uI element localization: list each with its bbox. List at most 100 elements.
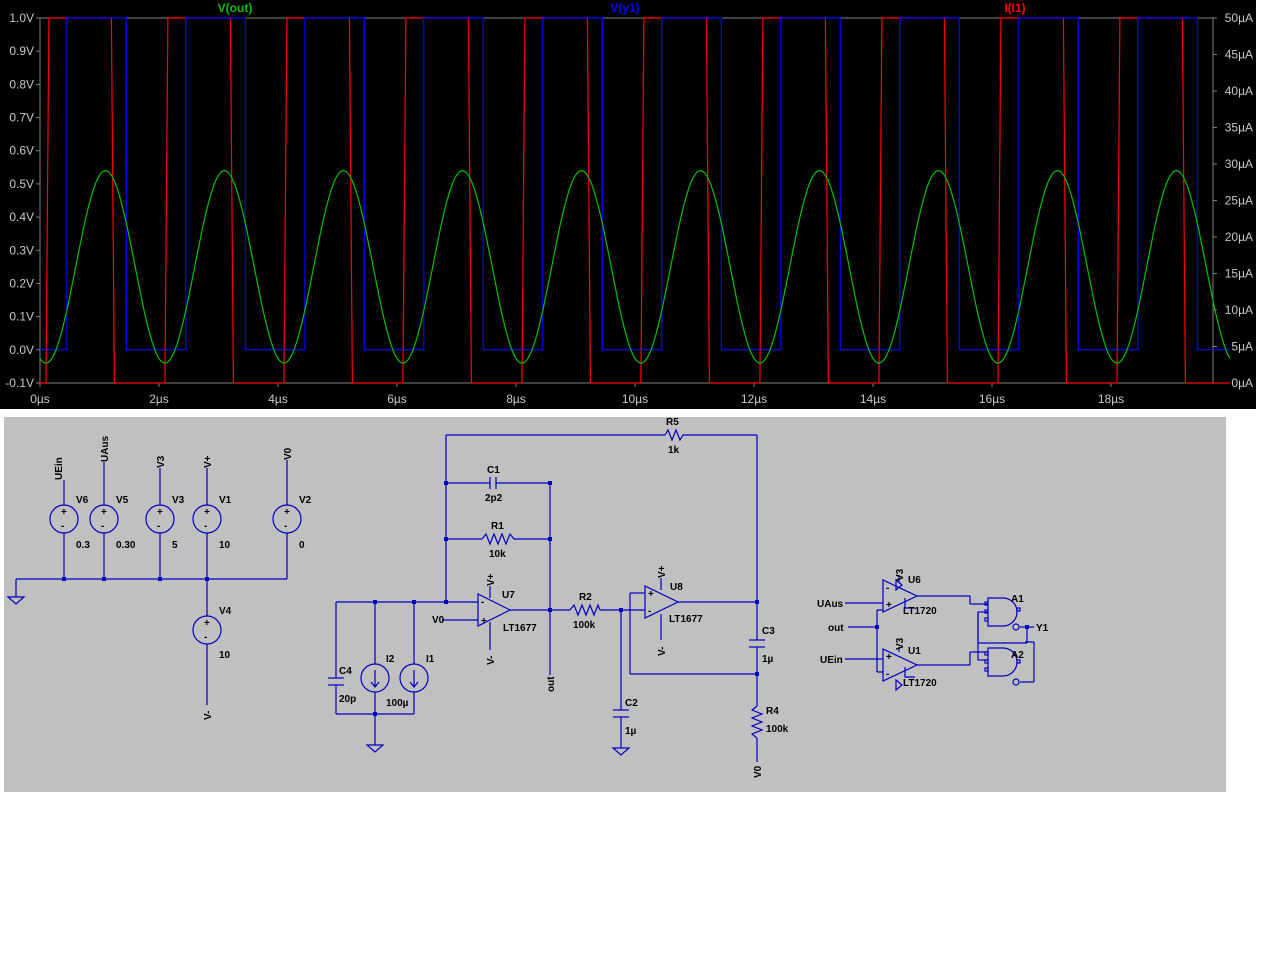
right-tick-label: 10µA xyxy=(1225,303,1253,317)
net-label-uein[interactable]: UEin xyxy=(54,457,65,480)
trace-vout-line xyxy=(39,169,1231,364)
label-V3[interactable]: V3 xyxy=(172,495,185,506)
svg-text:-: - xyxy=(886,669,889,680)
x-tick-label: 8µs xyxy=(506,392,526,406)
plot-canvas[interactable]: V(out) V(y1) I(I1) 1.0V0.9V0.8V0.7V0.6V0… xyxy=(0,0,1256,409)
value-V4[interactable]: 10 xyxy=(219,650,231,661)
label-V2[interactable]: V2 xyxy=(299,495,312,506)
label-R5[interactable]: R5 xyxy=(666,417,679,428)
schematic-canvas[interactable]: +- +- +- +- +- +- xyxy=(4,417,1226,792)
opamp-symbols xyxy=(477,578,919,692)
net-label-v3[interactable]: V3 xyxy=(156,455,167,468)
svg-text:-: - xyxy=(648,606,651,617)
left-tick-label: 0.8V xyxy=(9,77,34,91)
label-C3[interactable]: C3 xyxy=(762,626,775,637)
net-label-uaus[interactable]: UAus xyxy=(100,435,111,462)
value-C3[interactable]: 1µ xyxy=(762,654,774,665)
net-label-v0-u7[interactable]: V0 xyxy=(432,615,445,626)
label-A1[interactable]: A1 xyxy=(1011,594,1024,605)
net-label-u8-vminus[interactable]: V- xyxy=(657,647,668,656)
label-V4[interactable]: V4 xyxy=(219,606,232,617)
net-label-u6-v3[interactable]: V3 xyxy=(895,568,906,581)
model-U7[interactable]: LT1677 xyxy=(503,623,537,634)
value-I1[interactable]: 100µ xyxy=(386,698,409,709)
value-C4[interactable]: 20p xyxy=(339,694,356,705)
net-label-u1-v3[interactable]: V3 xyxy=(895,637,906,650)
x-tick-label: 0µs xyxy=(30,392,50,406)
label-V6[interactable]: V6 xyxy=(76,495,89,506)
ground-symbols xyxy=(6,596,631,756)
x-tick-label: 2µs xyxy=(149,392,169,406)
svg-text:-: - xyxy=(886,583,889,594)
net-label-u7-vminus[interactable]: V- xyxy=(486,656,497,665)
left-tick-label: 0.9V xyxy=(9,44,34,58)
label-R2[interactable]: R2 xyxy=(579,592,592,603)
value-C2[interactable]: 1µ xyxy=(625,726,637,737)
left-tick-label: 0.7V xyxy=(9,111,34,125)
x-tick-label: 4µs xyxy=(268,392,288,406)
value-R2[interactable]: 100k xyxy=(573,620,596,631)
value-V1[interactable]: 10 xyxy=(219,540,231,551)
trace-title-vout[interactable]: V(out) xyxy=(218,1,253,15)
right-tick-label: 45µA xyxy=(1225,48,1253,62)
right-tick-label: 0µA xyxy=(1231,376,1253,390)
label-U8[interactable]: U8 xyxy=(670,582,683,593)
svg-text:+: + xyxy=(481,616,487,627)
trace-vy1-line xyxy=(39,17,1230,351)
value-C1[interactable]: 2p2 xyxy=(485,493,503,504)
value-V6[interactable]: 0.3 xyxy=(76,540,90,551)
label-C4[interactable]: C4 xyxy=(339,666,352,677)
right-tick-label: 20µA xyxy=(1225,230,1253,244)
value-V2[interactable]: 0 xyxy=(299,540,305,551)
label-I2[interactable]: I2 xyxy=(386,654,395,665)
label-I1[interactable]: I1 xyxy=(426,654,435,665)
value-R1[interactable]: 10k xyxy=(489,549,506,560)
model-U8[interactable]: LT1677 xyxy=(669,614,703,625)
plot-frame xyxy=(39,17,1214,384)
right-tick-label: 15µA xyxy=(1225,267,1253,281)
svg-text:-: - xyxy=(481,597,484,608)
x-tick-label: 16µs xyxy=(979,392,1005,406)
resistor-symbols xyxy=(481,428,764,739)
left-tick-label: -0.1V xyxy=(5,376,34,390)
label-C1[interactable]: C1 xyxy=(487,465,500,476)
net-label-v0-r4[interactable]: V0 xyxy=(753,765,764,778)
net-label-uein-comp[interactable]: UEin xyxy=(820,655,843,666)
label-R4[interactable]: R4 xyxy=(766,706,779,717)
gate-symbols xyxy=(984,597,1021,686)
opamp-polarity-marks: -+ +- -+ +- xyxy=(481,583,892,680)
value-V3[interactable]: 5 xyxy=(172,540,178,551)
trace-title-ii1[interactable]: I(I1) xyxy=(1004,1,1025,15)
left-tick-label: 0.6V xyxy=(9,144,34,158)
label-V1[interactable]: V1 xyxy=(219,495,232,506)
label-C2[interactable]: C2 xyxy=(625,698,638,709)
svg-text:-: - xyxy=(284,521,287,532)
value-R5[interactable]: 1k xyxy=(668,445,680,456)
label-U7[interactable]: U7 xyxy=(502,590,515,601)
value-V5[interactable]: 0.30 xyxy=(116,540,136,551)
net-label-vminus[interactable]: V- xyxy=(203,711,214,720)
label-R1[interactable]: R1 xyxy=(491,521,504,532)
net-label-uaus-comp[interactable]: UAus xyxy=(817,599,844,610)
label-U6[interactable]: U6 xyxy=(908,575,921,586)
net-label-out[interactable]: out xyxy=(546,676,557,692)
model-U1[interactable]: LT1720 xyxy=(903,678,937,689)
right-axis: 50µA45µA40µA35µA30µA25µA20µA15µA10µA5µA0… xyxy=(1213,11,1253,390)
net-label-u7-vplus[interactable]: V+ xyxy=(486,573,497,586)
net-label-u8-vplus[interactable]: V+ xyxy=(657,565,668,578)
svg-text:+: + xyxy=(204,507,210,518)
net-label-out-comp[interactable]: out xyxy=(828,623,844,634)
trace-title-vy1[interactable]: V(y1) xyxy=(610,1,639,15)
svg-text:+: + xyxy=(648,589,654,600)
schematic-editor[interactable]: +- +- +- +- +- +- xyxy=(4,417,1226,792)
value-R4[interactable]: 100k xyxy=(766,724,789,735)
right-tick-label: 40µA xyxy=(1225,84,1253,98)
net-label-vplus[interactable]: V+ xyxy=(203,455,214,468)
label-A2[interactable]: A2 xyxy=(1011,650,1024,661)
model-U6[interactable]: LT1720 xyxy=(903,606,937,617)
net-label-v0[interactable]: V0 xyxy=(283,447,294,460)
label-V5[interactable]: V5 xyxy=(116,495,129,506)
net-label-y1[interactable]: Y1 xyxy=(1036,623,1049,634)
label-U1[interactable]: U1 xyxy=(908,646,921,657)
